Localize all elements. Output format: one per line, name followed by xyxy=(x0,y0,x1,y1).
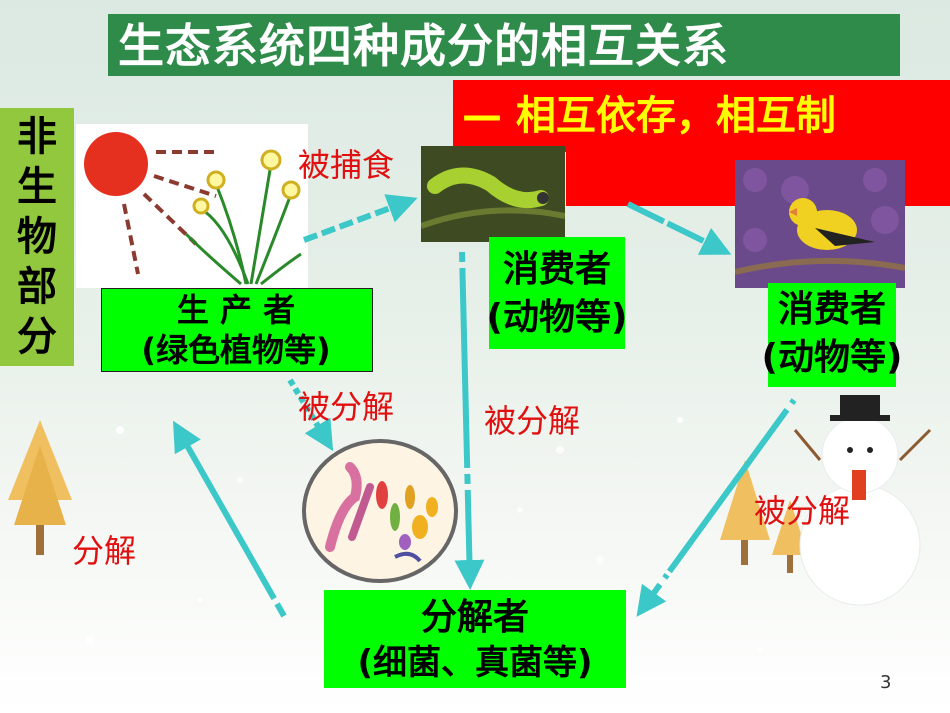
label-decompose: 分解 xyxy=(72,532,137,570)
sun-plant-picture xyxy=(76,124,308,288)
title-bar xyxy=(108,14,900,76)
producer-box xyxy=(101,288,373,372)
decomposer-line1: 分解者 xyxy=(420,597,529,638)
consumer2-line1: 消费者 xyxy=(777,289,886,330)
decomposer-line2: (细菌、真菌等) xyxy=(357,643,593,683)
sun-icon xyxy=(84,132,217,275)
consumer2-box xyxy=(768,283,896,387)
producer-line1: 生 产 者 xyxy=(176,291,296,329)
caterpillar-image xyxy=(421,146,565,242)
abiotic-label: 非生物部分 xyxy=(17,114,57,360)
abiotic-panel xyxy=(0,108,74,366)
consumer1-line1: 消费者 xyxy=(502,249,611,290)
page-title: 生态系统四种成分的相互关系 xyxy=(118,19,729,73)
tree-icon xyxy=(8,420,72,555)
label-decomposed-producer: 被分解 xyxy=(298,388,395,426)
microbes-image xyxy=(300,437,460,585)
label-decomposed-consumer1: 被分解 xyxy=(484,402,581,440)
subtitle-text: — 相互依存，相互制 xyxy=(462,93,836,139)
consumer2-line2: (动物等) xyxy=(761,337,903,378)
label-decomposed-consumer2: 被分解 xyxy=(754,492,851,530)
subtitle-banner xyxy=(453,80,950,152)
consumer1-box xyxy=(489,237,625,349)
narcissus-plant-icon xyxy=(184,149,302,286)
producer-line2: (绿色植物等) xyxy=(141,331,331,369)
decomposer-box xyxy=(324,590,626,688)
snowman-icon xyxy=(793,395,932,606)
consumer1-line2: (动物等) xyxy=(486,297,628,338)
page-number: 3 xyxy=(880,672,892,693)
label-eaten: 被捕食 xyxy=(298,146,395,184)
bird-image xyxy=(735,160,905,288)
